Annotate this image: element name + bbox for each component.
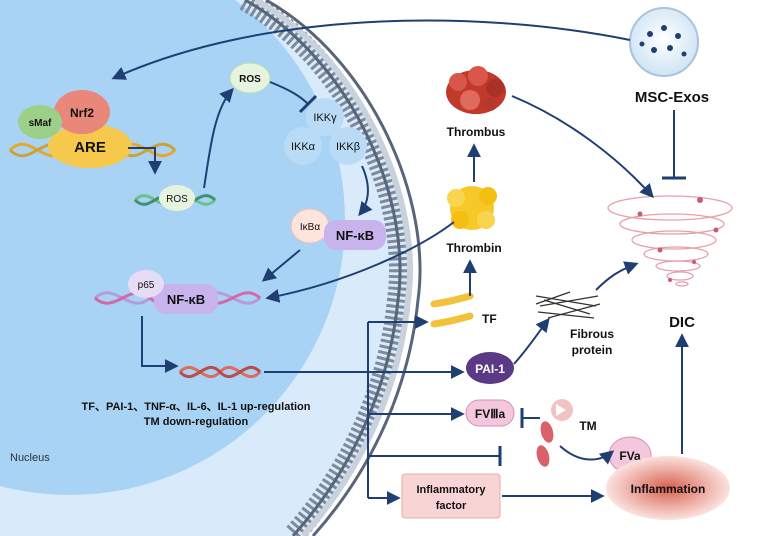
- pai1-label: PAI-1: [475, 362, 505, 376]
- nfkb-nuc-blob: [154, 284, 218, 314]
- tf-receptor-icon: [430, 292, 474, 328]
- p65-blob: [128, 270, 164, 298]
- inhibition-lines: [269, 81, 686, 466]
- msc-exos-cargo: [639, 25, 687, 57]
- ikk-gamma-label: IKKγ: [313, 112, 337, 124]
- nfkb-cyto-blob: [324, 220, 386, 250]
- ikk-beta-blob: [329, 127, 367, 165]
- thrombus-icon: [446, 66, 506, 114]
- dic-vortex-dots: [637, 197, 719, 282]
- fibrous-protein-icon: [535, 291, 601, 319]
- upregulation-text: TF、PAI-1、TNF-α、IL-6、IL-1 up-regulation: [82, 401, 311, 413]
- ikk-alpha-blob: [284, 127, 322, 165]
- thrombin-icon: [447, 186, 497, 230]
- tf-label: TF: [482, 312, 497, 326]
- inflammatory-label-2: factor: [436, 500, 467, 512]
- are-blob: [48, 124, 132, 168]
- pai1-blob: [466, 352, 514, 384]
- inflammatory-factor-box: [401, 473, 501, 519]
- nucleus-label: Nucleus: [10, 452, 50, 464]
- inflammation-blob: [606, 456, 730, 520]
- ros-dna-blob: [159, 185, 195, 211]
- fibrous-label-1: Fibrous: [570, 327, 614, 341]
- ikba-label: IκBα: [300, 222, 320, 233]
- ros-top-blob: [229, 62, 271, 94]
- thrombus-label: Thrombus: [447, 125, 506, 139]
- fibrous-label-2: protein: [572, 343, 613, 357]
- downregulation-text: TM down-regulation: [144, 416, 249, 428]
- nfkb-cyto-label: NF-κB: [336, 228, 374, 243]
- tm-icon: [536, 399, 573, 467]
- ros-dna-label: ROS: [166, 194, 188, 205]
- dic-vortex-icon: [607, 195, 733, 287]
- smaf-label: sMaf: [29, 118, 52, 129]
- ikk-beta-label: IKKβ: [336, 141, 360, 153]
- nrf2-label: Nrf2: [70, 106, 94, 120]
- p65-label: p65: [138, 280, 155, 291]
- msc-exos-label: MSC-Exos: [635, 89, 709, 106]
- cell-membrane: [239, 0, 422, 536]
- arrows: [111, 19, 689, 505]
- are-label: ARE: [74, 139, 106, 156]
- tm-label: TM: [579, 419, 596, 433]
- thrombin-label: Thrombin: [446, 241, 501, 255]
- target-dna-helix: [178, 365, 262, 379]
- ikk-gamma-blob: [306, 98, 344, 136]
- fviiia-label: FVⅢa: [475, 407, 506, 421]
- smaf-blob: [18, 105, 62, 139]
- nrf2-blob: [54, 90, 110, 134]
- ros-top-label: ROS: [239, 74, 261, 85]
- nfkb-nuc-label: NF-κB: [167, 292, 205, 307]
- fviiia-blob: [465, 399, 515, 427]
- dic-label: DIC: [669, 314, 695, 331]
- ikk-alpha-label: IKKα: [291, 141, 316, 153]
- inflammatory-label-1: Inflammatory: [416, 484, 486, 496]
- inflammation-label: Inflammation: [631, 482, 706, 496]
- msc-exos-vesicle: [629, 7, 699, 77]
- fva-label: FVa: [619, 449, 641, 463]
